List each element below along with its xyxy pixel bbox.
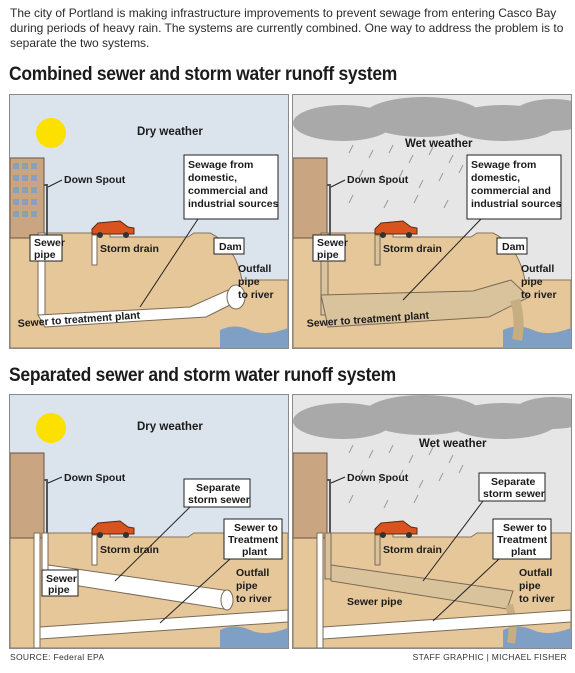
combined-wet-diagram: Wet weather Down Spout Sewage from domes… (293, 95, 571, 348)
storm-drain-label: Storm drain (383, 243, 442, 255)
building (293, 452, 328, 539)
storm-drain-label: Storm drain (383, 544, 442, 556)
sewer-pipe-label: Sewer pipe (347, 596, 403, 608)
separated-section-title: Separated sewer and storm water runoff s… (9, 365, 396, 386)
outfall-label-2: pipe (238, 276, 260, 288)
separate-storm-label-2: storm sewer (188, 494, 250, 506)
credit-value: MICHAEL FISHER (491, 652, 567, 662)
down-spout-label: Down Spout (347, 174, 409, 186)
credit-note: STAFF GRAPHIC | MICHAEL FISHER (412, 652, 567, 662)
sewage-source-label-2: domestic, (471, 172, 520, 184)
sewer-to-treatment-label-3: plant (511, 546, 537, 558)
car (374, 220, 418, 238)
weather-label: Wet weather (419, 438, 487, 450)
combined-wet-panel: Wet weather Down Spout Sewage from domes… (292, 94, 572, 349)
credit-label: STAFF GRAPHIC (412, 652, 484, 662)
dam-label: Dam (219, 241, 242, 253)
outfall-label-3: to river (521, 289, 557, 301)
down-spout-label: Down Spout (64, 472, 126, 484)
car (91, 520, 135, 538)
outfall-label-2: pipe (521, 276, 543, 288)
building (293, 157, 328, 239)
sewer-to-treatment-label-1: Sewer to (234, 522, 278, 534)
outfall-label-1: Outfall (519, 567, 552, 579)
sewer-pipe-label-1: Sewer (34, 237, 65, 249)
weather-label: Wet weather (405, 138, 473, 150)
sewer-pipe-label-2: pipe (317, 249, 339, 261)
building (10, 157, 45, 239)
sewer-to-treatment-label-2: Treatment (497, 534, 548, 546)
sewer-pipe-label-1: Sewer (46, 573, 77, 585)
separated-wet-panel: Wet weather Down Spout Separate storm se… (292, 394, 572, 649)
outfall-label-3: to river (236, 593, 272, 605)
sewage-source-label-3: commercial and (471, 185, 551, 197)
separated-wet-diagram: Wet weather Down Spout Separate storm se… (293, 395, 571, 648)
separated-dry-panel: Dry weather Down Spout Separate storm se… (9, 394, 289, 649)
source-value: Federal EPA (53, 652, 105, 662)
rain-icon (348, 444, 464, 509)
sewer-pipe-label-1: Sewer (317, 237, 348, 249)
weather-label: Dry weather (137, 126, 203, 138)
sewage-source-label-3: commercial and (188, 185, 268, 197)
sewage-source-label-1: Sewage from (188, 159, 253, 171)
storm-drain-label: Storm drain (100, 544, 159, 556)
source-label: SOURCE: (10, 652, 51, 662)
car (374, 520, 418, 538)
sewer-to-treatment-label-1: Sewer to (503, 522, 547, 534)
outfall-label-2: pipe (519, 580, 541, 592)
outfall-label-1: Outfall (236, 567, 269, 579)
combined-dry-diagram: Dry weather Down Spout Sewage from domes… (10, 95, 288, 348)
source-note: SOURCE: Federal EPA (10, 652, 104, 662)
combined-dry-panel: Dry weather Down Spout Sewage from domes… (9, 94, 289, 349)
sewage-source-label-2: domestic, (188, 172, 237, 184)
down-spout-label: Down Spout (64, 174, 126, 186)
sewage-source-label-1: Sewage from (471, 159, 536, 171)
cloud-icon (293, 395, 571, 439)
outfall-label-1: Outfall (238, 263, 271, 275)
weather-label: Dry weather (137, 421, 203, 433)
intro-text: The city of Portland is making infrastru… (10, 6, 564, 50)
outfall-label-3: to river (238, 289, 274, 301)
sewer-pipe-label-2: pipe (34, 249, 56, 261)
car (91, 220, 135, 238)
sewage-source-label-4: industrial sources (471, 198, 562, 210)
outfall-label-2: pipe (236, 580, 258, 592)
down-spout-label: Down Spout (347, 472, 409, 484)
sewer-pipe-label-2: pipe (48, 584, 70, 596)
sewer-to-treatment-label-2: Treatment (228, 534, 279, 546)
cloud-icon (293, 97, 571, 141)
building (10, 452, 45, 539)
sewer-to-treatment-label-3: plant (242, 546, 268, 558)
sun-icon (36, 118, 66, 148)
separate-storm-label-1: Separate (491, 476, 536, 488)
sewage-source-label-4: industrial sources (188, 198, 279, 210)
combined-section-title: Combined sewer and storm water runoff sy… (9, 64, 398, 85)
outfall-label-3: to river (519, 593, 555, 605)
separate-storm-label-2: storm sewer (483, 488, 545, 500)
sun-icon (36, 413, 66, 443)
outfall-label-1: Outfall (521, 263, 554, 275)
separate-storm-label-1: Separate (196, 482, 241, 494)
separated-dry-diagram: Dry weather Down Spout Separate storm se… (10, 395, 288, 648)
dam-label: Dam (502, 241, 525, 253)
storm-drain-label: Storm drain (100, 243, 159, 255)
